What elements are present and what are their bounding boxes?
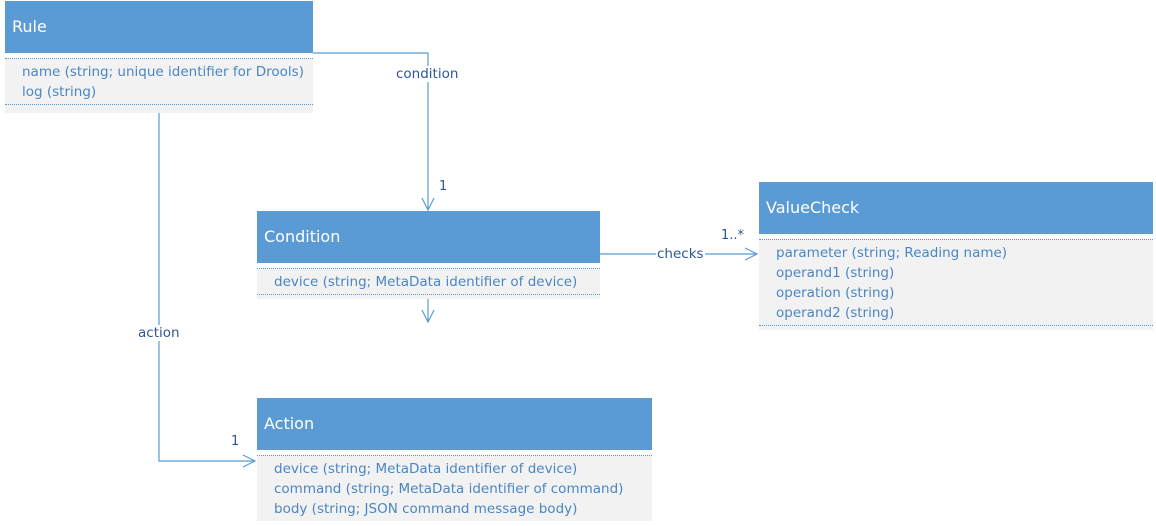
condition-outgoing-arrowhead [421,309,435,324]
condition-edge [313,52,429,210]
action-attr-body: body (string; JSON command message body) [274,501,578,517]
action-class[interactable]: Action device (string; MetaData identifi… [257,398,652,521]
action-attr-command: command (string; MetaData identifier of … [274,481,624,497]
valuecheck-attr-parameter: parameter (string; Reading name) [776,245,1008,261]
action-class-title: Action [257,398,652,450]
action-class-attributes: device (string; MetaData identifier of d… [257,455,652,521]
condition-class-footer [257,295,600,299]
action-edge [158,108,255,462]
condition-multiplicity: 1 [439,179,448,194]
checks-edge-label: checks [656,246,705,262]
valuecheck-attr-operand2: operand2 (string) [776,305,895,321]
valuecheck-attr-operation: operation (string) [776,285,895,301]
condition-edge-arrowhead [421,197,435,212]
rule-class-title: Rule [5,1,313,53]
condition-attr-device: device (string; MetaData identifier of d… [274,274,578,290]
valuecheck-class[interactable]: ValueCheck parameter (string; Reading na… [759,182,1153,330]
valuecheck-class-title: ValueCheck [759,182,1153,234]
condition-class-title: Condition [257,211,600,263]
checks-multiplicity: 1..* [721,228,745,243]
rule-class-footer [5,105,313,113]
condition-class-attributes: device (string; MetaData identifier of d… [257,268,600,295]
rule-attr-name: name (string; unique identifier for Droo… [22,64,304,80]
valuecheck-attr-operand1: operand1 (string) [776,265,895,281]
checks-edge-arrowhead [744,247,759,261]
valuecheck-class-footer [759,326,1153,330]
action-edge-arrowhead [242,454,257,468]
action-attr-device: device (string; MetaData identifier of d… [274,461,578,477]
rule-class[interactable]: Rule name (string; unique identifier for… [5,1,313,113]
rule-attr-log: log (string) [22,84,97,100]
condition-class[interactable]: Condition device (string; MetaData ident… [257,211,600,299]
action-multiplicity: 1 [231,434,240,449]
rule-class-attributes: name (string; unique identifier for Droo… [5,58,313,105]
valuecheck-class-attributes: parameter (string; Reading name) operand… [759,239,1153,326]
action-edge-label: action [137,325,181,341]
condition-edge-label: condition [395,66,460,82]
